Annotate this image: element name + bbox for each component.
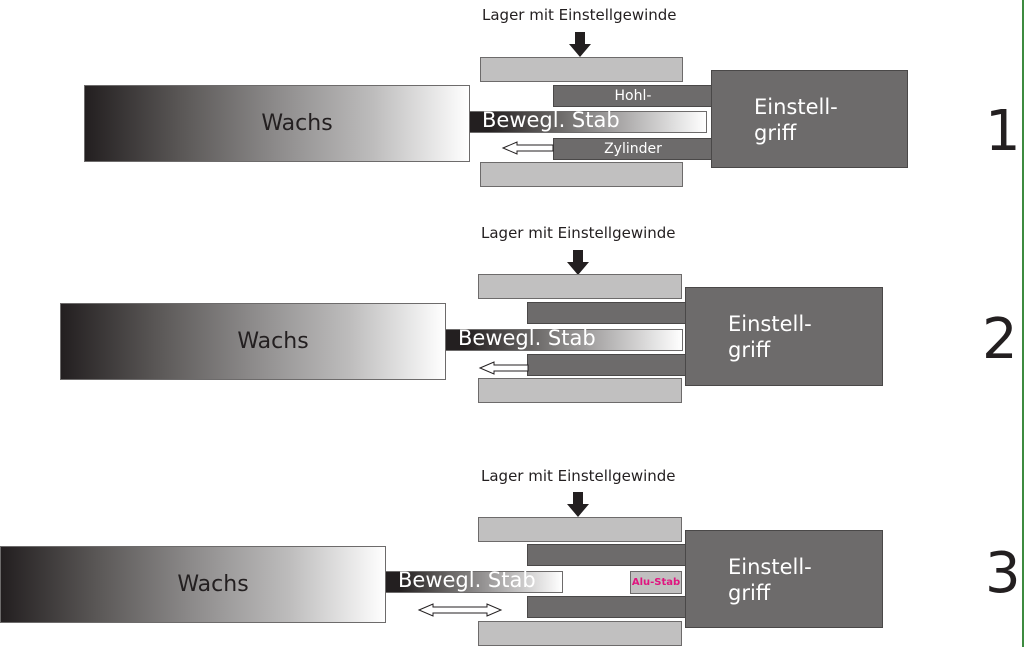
wax-label: Wachs	[261, 111, 333, 136]
adjustment-knob: Einstell- griff	[711, 70, 908, 168]
step-number: 3	[985, 541, 1021, 606]
adjustment-knob: Einstell- griff	[685, 530, 883, 628]
alu-label: Alu-Stab	[631, 577, 681, 588]
down-arrow-icon	[569, 32, 591, 57]
knob-label: Einstell- griff	[728, 312, 812, 362]
rod-label: Bewegl. Stab	[458, 326, 596, 350]
step-number: 1	[985, 99, 1021, 164]
bearing-bottom	[478, 621, 682, 646]
bearing-label: Lager mit Einstellgewinde	[481, 224, 676, 242]
tube-label-bottom: Zylinder	[604, 141, 662, 157]
step-number: 2	[982, 307, 1018, 372]
left-arrow-icon	[478, 361, 529, 375]
bearing-label: Lager mit Einstellgewinde	[481, 467, 676, 485]
hollow-cylinder-top	[527, 544, 687, 566]
hollow-cylinder-bottom: Zylinder	[553, 138, 713, 160]
hollow-cylinder-top	[527, 302, 687, 324]
bearing-top	[480, 57, 683, 82]
bearing-bottom	[478, 378, 682, 403]
bearing-label: Lager mit Einstellgewinde	[482, 6, 677, 24]
bearing-top	[478, 517, 682, 542]
wax-label: Wachs	[177, 572, 249, 597]
adjustment-knob: Einstell- griff	[685, 287, 883, 386]
wax-label: Wachs	[237, 329, 309, 354]
left-arrow-icon	[501, 141, 554, 155]
tube-label-top: Hohl-	[614, 88, 652, 104]
down-arrow-icon	[567, 250, 589, 275]
double-arrow-icon	[417, 603, 503, 617]
bearing-bottom	[480, 162, 683, 187]
movable-rod: Bewegl. Stab	[469, 108, 707, 133]
knob-label: Einstell- griff	[754, 95, 838, 145]
rod-label: Bewegl. Stab	[398, 568, 536, 592]
wax-block: Wachs	[84, 85, 470, 162]
aluminum-rod-insert: Alu-Stab	[630, 571, 682, 594]
hollow-cylinder-bottom	[527, 354, 687, 376]
bearing-top	[478, 274, 682, 299]
wax-block: Wachs	[0, 546, 386, 623]
hollow-cylinder-top: Hohl-	[553, 85, 713, 107]
page-border-line	[1022, 0, 1024, 647]
movable-rod: Bewegl. Stab	[445, 326, 683, 351]
wax-block: Wachs	[60, 303, 446, 380]
hollow-cylinder-bottom	[527, 596, 687, 618]
down-arrow-icon	[567, 492, 589, 517]
knob-label: Einstell- griff	[728, 555, 812, 605]
movable-rod: Bewegl. Stab	[385, 568, 563, 593]
rod-label: Bewegl. Stab	[482, 108, 620, 132]
